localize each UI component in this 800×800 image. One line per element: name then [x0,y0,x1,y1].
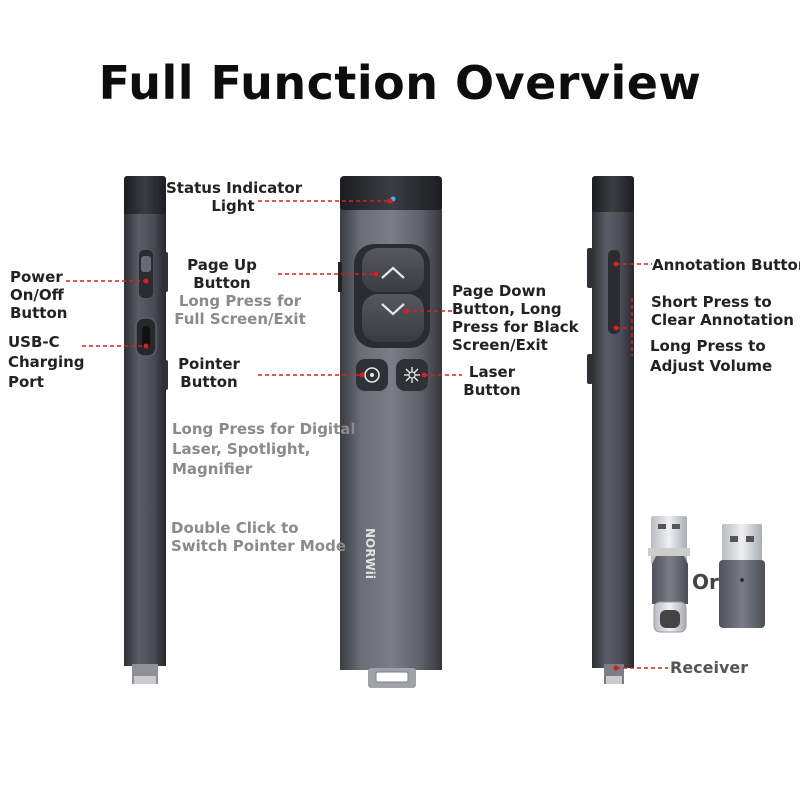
page-title: Full Function Overview [98,56,702,110]
front-view [338,176,442,688]
receiver-label: Receiver [670,658,749,677]
right-side-view [587,176,634,684]
annotation-button-label: Annotation Button [652,256,800,274]
left-side-view [124,176,168,684]
or-label: Or [692,570,719,594]
brand-text: NORWii [363,528,377,579]
receiver-usb-a [719,524,765,628]
receiver-adapter [648,516,690,633]
callout-lines [66,198,668,671]
